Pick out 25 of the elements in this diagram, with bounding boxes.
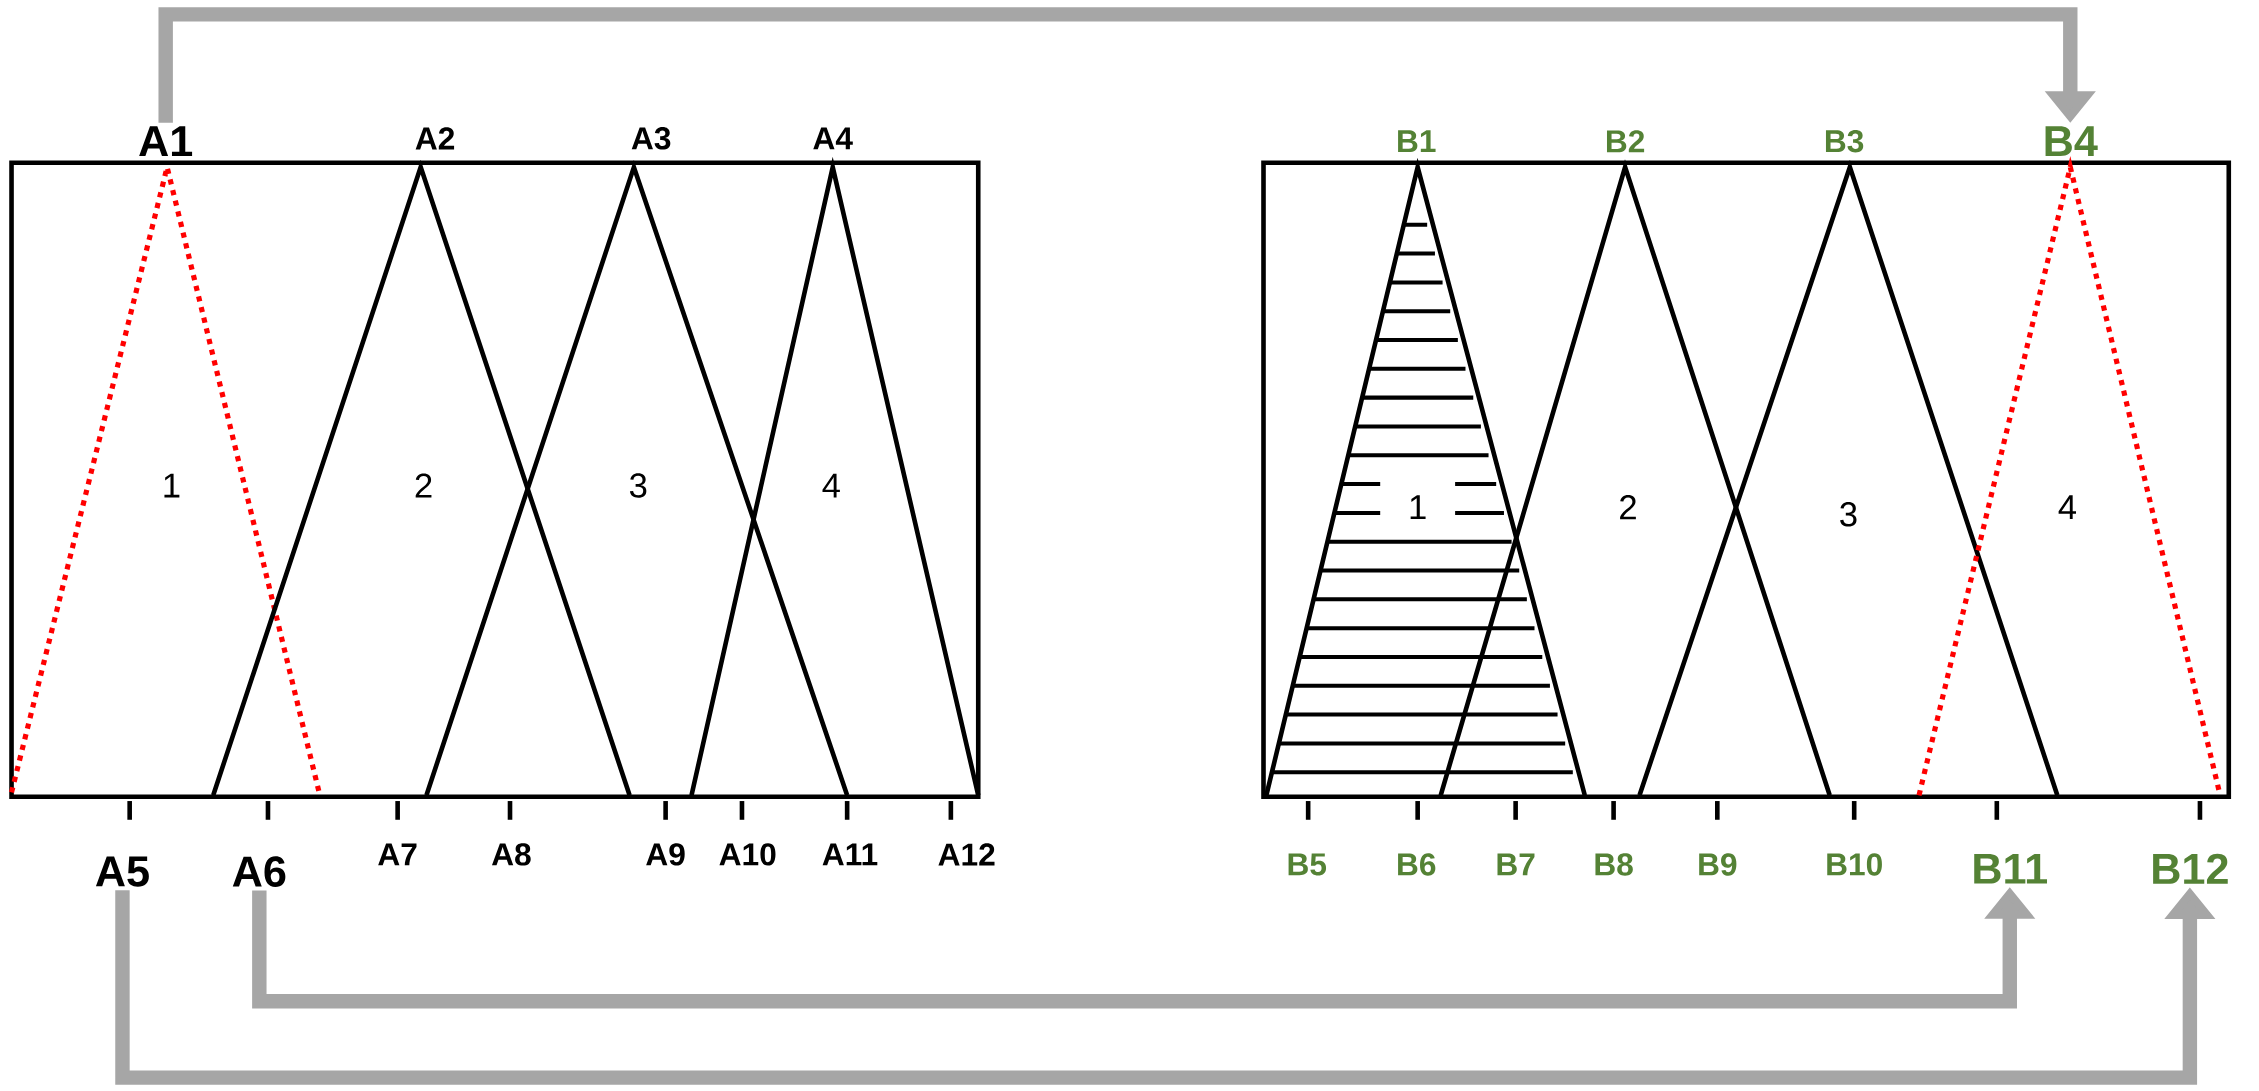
axis-label: A11: [822, 843, 878, 866]
axis-label: A9: [646, 843, 685, 866]
axis-label: A2: [415, 127, 455, 150]
axis-label: A4: [813, 127, 853, 150]
axis-label: A6: [232, 856, 286, 888]
axis-label: A3: [631, 127, 671, 150]
axis-label: B11: [1974, 854, 2047, 884]
axis-label: A1: [139, 126, 193, 157]
axis-label: B10: [1827, 853, 1882, 876]
axis-label: A12: [938, 843, 995, 866]
axis-label: A7: [378, 843, 417, 866]
axis-label: A5: [95, 856, 149, 887]
axis-label: B12: [2153, 853, 2228, 885]
arrow: [158, 7, 2096, 124]
axis-label: B7: [1497, 853, 1535, 876]
axis-label: B2: [1607, 130, 1645, 153]
axis-label: A8: [491, 843, 531, 866]
axis-label: B5: [1288, 853, 1327, 876]
axis-label: B9: [1699, 853, 1737, 876]
axis-label: B8: [1595, 853, 1633, 876]
axis-label: B4: [2045, 126, 2098, 157]
axis-label: B3: [1825, 130, 1864, 153]
axis-label: B1: [1398, 130, 1436, 153]
axis-label: A10: [719, 843, 776, 866]
axis-label: B6: [1398, 853, 1436, 876]
